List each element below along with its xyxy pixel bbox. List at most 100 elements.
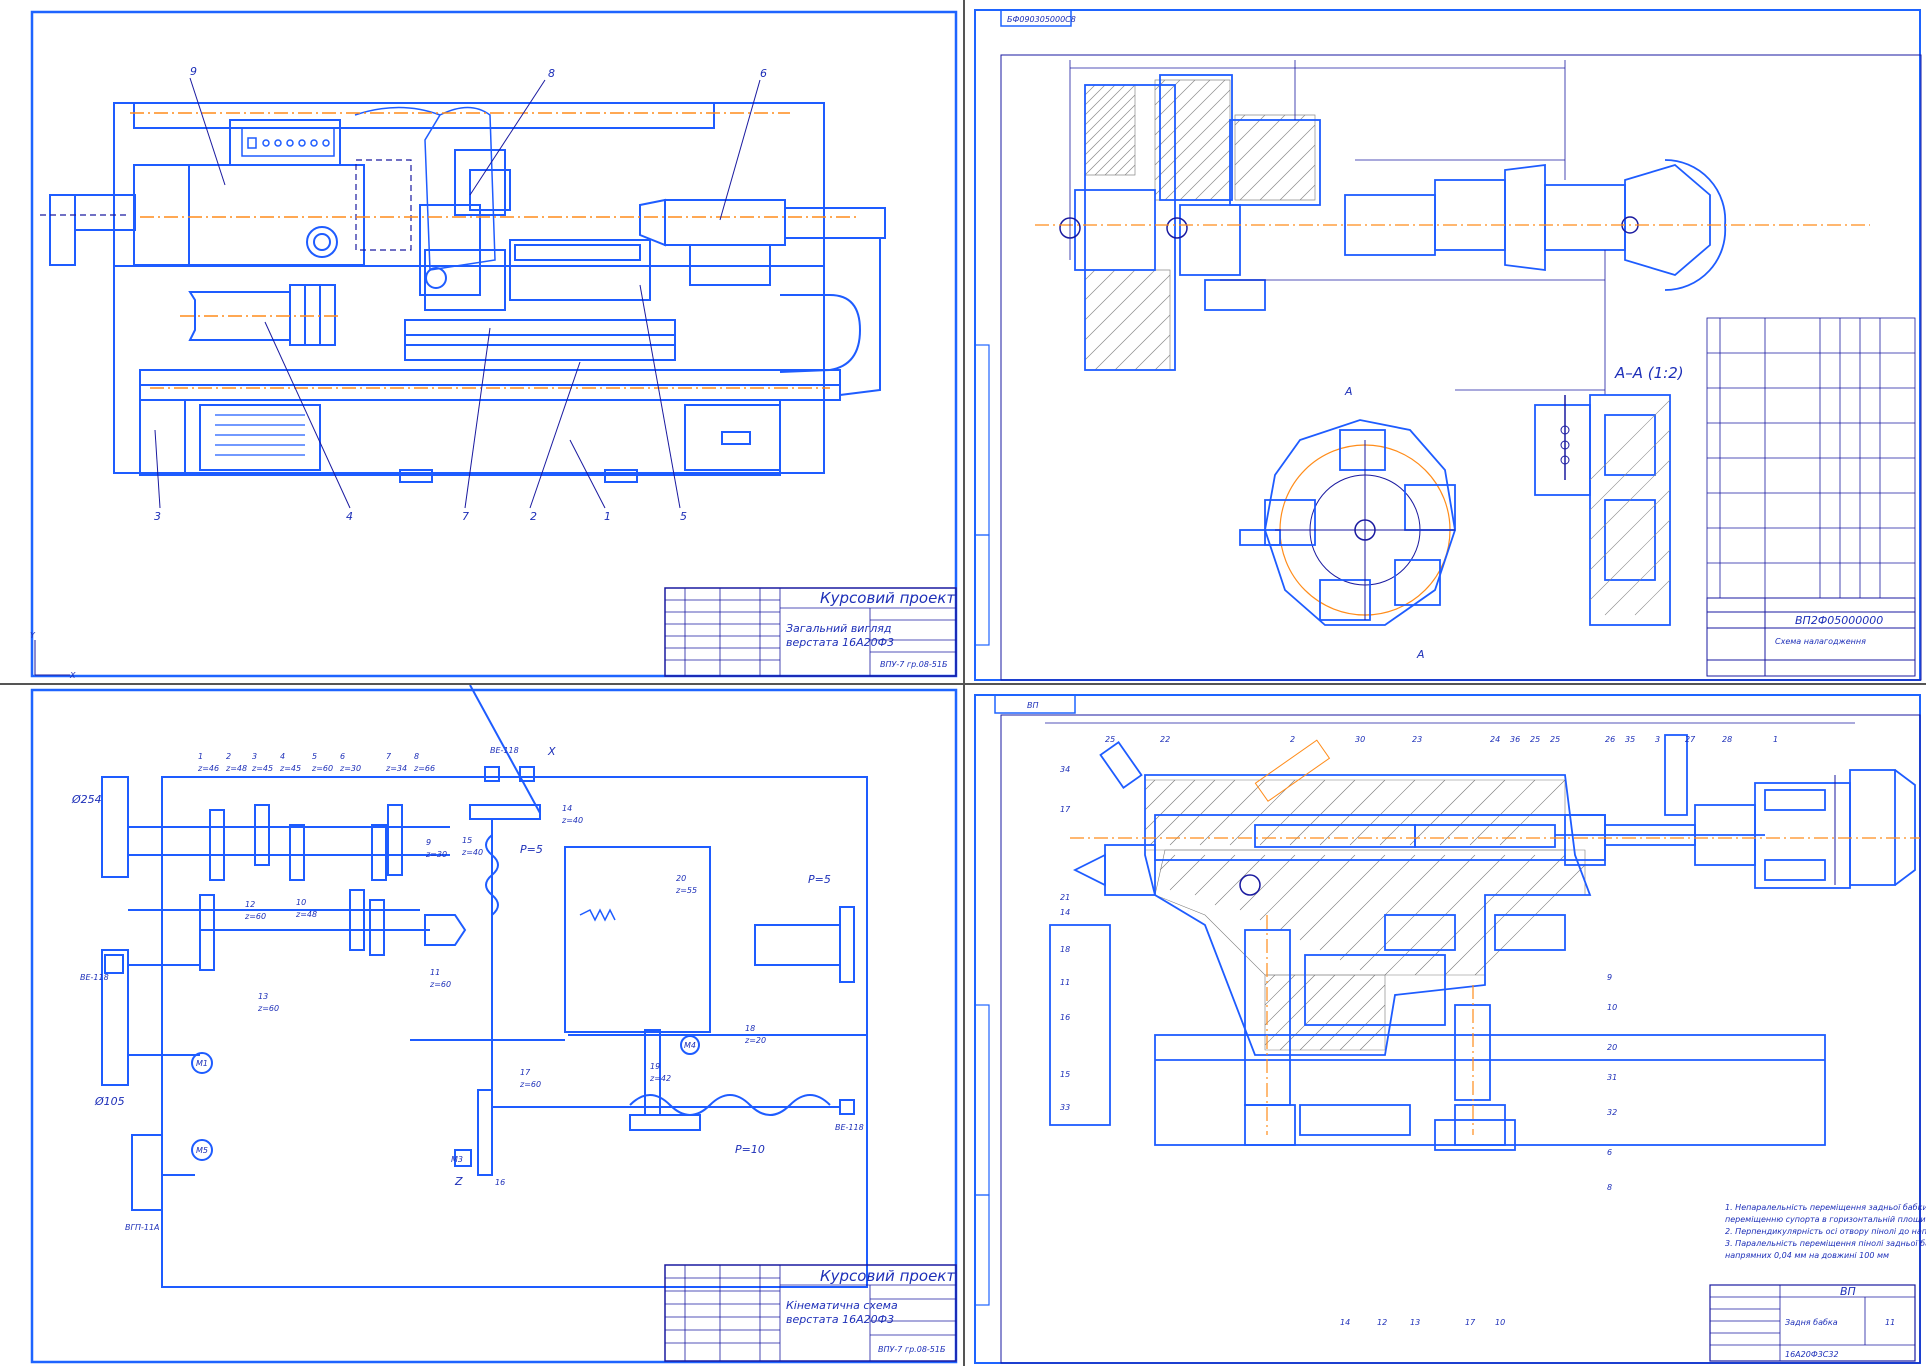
svg-text:ВЕ-118: ВЕ-118 bbox=[835, 1123, 864, 1132]
svg-text:X: X bbox=[547, 745, 556, 758]
svg-text:z=30: z=30 bbox=[339, 764, 361, 773]
svg-text:М3: М3 bbox=[451, 1155, 463, 1164]
svg-text:19: 19 bbox=[650, 1062, 660, 1071]
svg-text:18: 18 bbox=[1060, 945, 1070, 954]
svg-text:z=60: z=60 bbox=[429, 980, 451, 989]
svg-text:верстата 16А20Ф3: верстата 16А20Ф3 bbox=[786, 1313, 894, 1326]
svg-text:2: 2 bbox=[226, 752, 231, 761]
svg-text:ВПУ-7 гр.08-51Б: ВПУ-7 гр.08-51Б bbox=[880, 660, 948, 669]
svg-text:ВП: ВП bbox=[1840, 1285, 1856, 1298]
svg-text:3. Паралельність переміщення п: 3. Паралельність переміщення пінолі задн… bbox=[1725, 1239, 1926, 1248]
svg-text:М4: М4 bbox=[684, 1041, 696, 1050]
svg-text:32: 32 bbox=[1607, 1108, 1617, 1117]
svg-text:9: 9 bbox=[190, 65, 197, 78]
svg-text:8: 8 bbox=[414, 752, 419, 761]
section-a-a bbox=[1534, 394, 1671, 626]
svg-text:z=46: z=46 bbox=[197, 764, 219, 773]
turret-plan bbox=[1239, 419, 1456, 626]
svg-text:z=55: z=55 bbox=[675, 886, 697, 895]
svg-text:X: X bbox=[69, 671, 76, 680]
svg-text:ВГП-11А: ВГП-11А bbox=[125, 1223, 160, 1232]
svg-text:11: 11 bbox=[1060, 978, 1070, 987]
svg-text:А: А bbox=[1416, 648, 1425, 661]
svg-text:3: 3 bbox=[252, 752, 257, 761]
svg-text:z=60: z=60 bbox=[519, 1080, 541, 1089]
svg-text:25: 25 bbox=[1530, 735, 1540, 744]
svg-text:1: 1 bbox=[604, 510, 611, 523]
svg-text:22: 22 bbox=[1160, 735, 1170, 744]
svg-text:z=60: z=60 bbox=[311, 764, 333, 773]
svg-text:15: 15 bbox=[462, 836, 472, 845]
svg-text:М5: М5 bbox=[196, 1146, 208, 1155]
kinematic-labels: Ø254 Ø105 ВЕ-118 ВЕ-118 ВЕ-118 ВГП-11А М… bbox=[71, 745, 864, 1232]
svg-text:БФ090305000С8: БФ090305000С8 bbox=[1007, 15, 1076, 24]
svg-text:5: 5 bbox=[680, 510, 687, 523]
svg-text:7: 7 bbox=[386, 752, 392, 761]
svg-text:17: 17 bbox=[1465, 1318, 1476, 1327]
svg-text:15: 15 bbox=[1060, 1070, 1070, 1079]
svg-text:Курсовий проект: Курсовий проект bbox=[820, 1267, 956, 1285]
svg-text:Р=5: Р=5 bbox=[808, 873, 831, 886]
svg-text:27: 27 bbox=[1685, 735, 1696, 744]
svg-text:4: 4 bbox=[346, 510, 353, 523]
svg-text:16А20Ф3С32: 16А20Ф3С32 bbox=[1785, 1350, 1839, 1359]
svg-text:3: 3 bbox=[154, 510, 161, 523]
svg-text:М1: М1 bbox=[196, 1059, 208, 1068]
svg-text:ВЕ-118: ВЕ-118 bbox=[490, 746, 519, 755]
svg-text:8: 8 bbox=[1607, 1183, 1612, 1192]
svg-text:z=60: z=60 bbox=[244, 912, 266, 921]
svg-text:Ø105: Ø105 bbox=[94, 1095, 125, 1108]
svg-text:10: 10 bbox=[296, 898, 306, 907]
svg-text:Кінематична схема: Кінематична схема bbox=[786, 1299, 898, 1312]
kinematic-frame bbox=[101, 685, 868, 1288]
svg-text:31: 31 bbox=[1607, 1073, 1617, 1082]
svg-text:z=48: z=48 bbox=[225, 764, 247, 773]
svg-text:напрямних 0,04 мм на довжині 1: напрямних 0,04 мм на довжині 100 мм bbox=[1725, 1251, 1889, 1260]
sheet-tailstock: ВП bbox=[974, 694, 1926, 1364]
technical-notes: 1. Непаралельність переміщення задньої б… bbox=[1725, 1203, 1926, 1260]
svg-text:35: 35 bbox=[1625, 735, 1635, 744]
svg-text:14: 14 bbox=[1060, 908, 1070, 917]
svg-text:z=30: z=30 bbox=[425, 850, 447, 859]
svg-text:6: 6 bbox=[1607, 1148, 1612, 1157]
svg-text:верстата 16А20Ф3: верстата 16А20Ф3 bbox=[786, 636, 894, 649]
svg-text:17: 17 bbox=[1060, 805, 1071, 814]
svg-text:z=66: z=66 bbox=[413, 764, 435, 773]
svg-text:4: 4 bbox=[280, 752, 285, 761]
svg-text:1: 1 bbox=[1773, 735, 1778, 744]
svg-text:Y: Y bbox=[30, 631, 36, 640]
svg-text:25: 25 bbox=[1550, 735, 1560, 744]
svg-text:14: 14 bbox=[1340, 1318, 1350, 1327]
svg-text:17: 17 bbox=[520, 1068, 531, 1077]
svg-text:z=40: z=40 bbox=[561, 816, 583, 825]
svg-text:Р=5: Р=5 bbox=[520, 843, 543, 856]
svg-text:ВП2Ф05000000: ВП2Ф05000000 bbox=[1795, 614, 1883, 627]
svg-text:16: 16 bbox=[495, 1178, 505, 1187]
divider-horizontal bbox=[0, 683, 1926, 685]
svg-text:Z: Z bbox=[454, 1175, 463, 1188]
svg-text:z=45: z=45 bbox=[251, 764, 273, 773]
tailstock-callouts: 25 22 2 30 23 24 36 25 25 26 35 3 27 28 … bbox=[1060, 735, 1778, 1327]
svg-text:3: 3 bbox=[1655, 735, 1660, 744]
svg-text:21: 21 bbox=[1060, 893, 1070, 902]
svg-text:1. Непаралельність переміщення: 1. Непаралельність переміщення задньої б… bbox=[1725, 1203, 1926, 1212]
svg-text:z=48: z=48 bbox=[295, 910, 317, 919]
svg-text:ВП: ВП bbox=[1027, 701, 1039, 710]
svg-text:8: 8 bbox=[548, 67, 555, 80]
svg-text:23: 23 bbox=[1412, 735, 1422, 744]
svg-text:z=34: z=34 bbox=[385, 764, 407, 773]
title-block-sheet4: ВП Задня бабка 16А20Ф3С32 11 bbox=[1709, 1284, 1916, 1362]
svg-text:5: 5 bbox=[312, 752, 317, 761]
svg-text:18: 18 bbox=[745, 1024, 755, 1033]
tailstock-drawing bbox=[1049, 734, 1916, 1151]
sheet-general-view: YX bbox=[30, 10, 958, 680]
svg-text:2: 2 bbox=[1290, 735, 1295, 744]
svg-text:z=20: z=20 bbox=[744, 1036, 766, 1045]
svg-text:30: 30 bbox=[1355, 735, 1365, 744]
svg-text:34: 34 bbox=[1060, 765, 1070, 774]
svg-text:16: 16 bbox=[1060, 1013, 1070, 1022]
svg-text:Схема налагодження: Схема налагодження bbox=[1775, 637, 1866, 646]
svg-text:ВПУ-7 гр.08-51Б: ВПУ-7 гр.08-51Б bbox=[878, 1345, 946, 1354]
svg-text:10: 10 bbox=[1495, 1318, 1505, 1327]
svg-text:2: 2 bbox=[530, 510, 537, 523]
